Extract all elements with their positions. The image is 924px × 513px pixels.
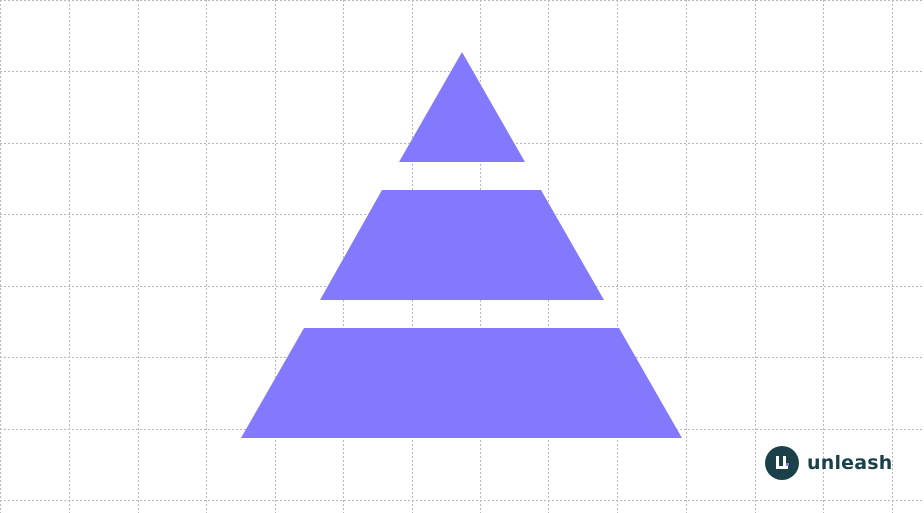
unleash-wordmark: unleash [807,452,893,474]
pyramid-middle-tier [320,190,604,300]
pyramid-top-tier [399,52,525,162]
pyramid [241,52,682,438]
unleash-logo-icon [765,446,799,480]
pyramid-bottom-tier [241,328,682,438]
unleash-logo: unleash [765,446,893,480]
